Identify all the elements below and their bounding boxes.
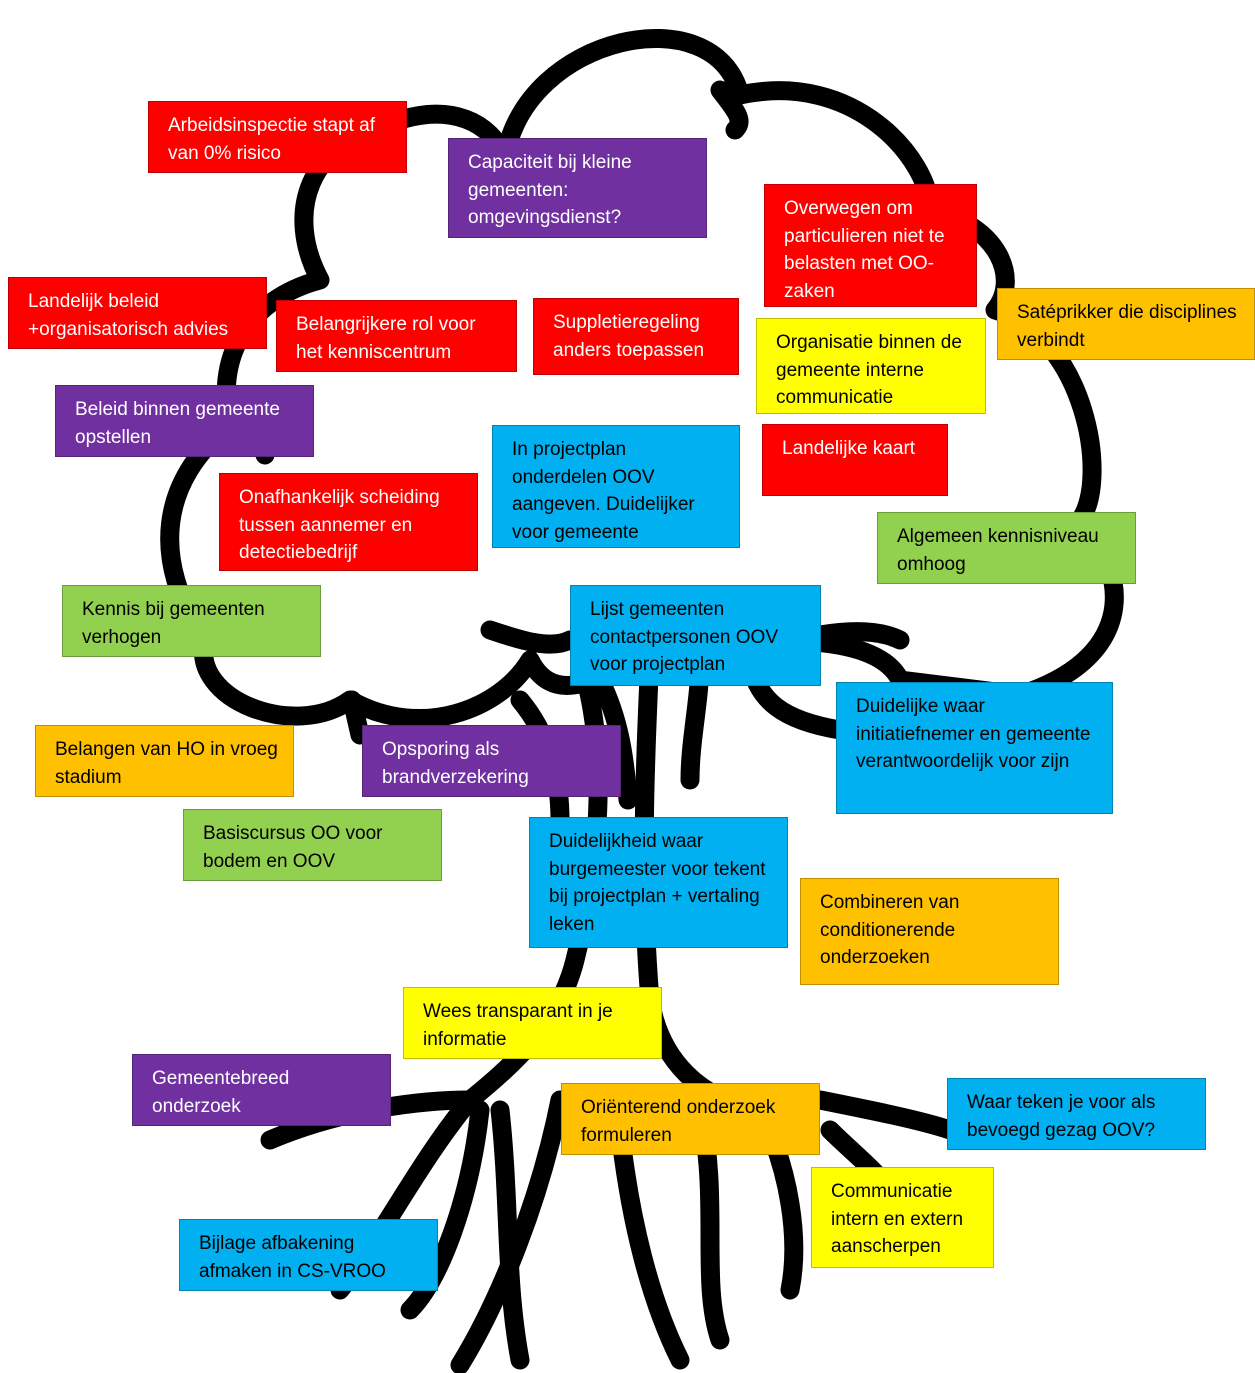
note-belangrijkere-rol[interactable]: Belangrijkere rol voor het kenniscentrum [276, 300, 517, 372]
note-kennisniveau[interactable]: Algemeen kennisniveau omhoog [877, 512, 1136, 584]
canopy-notch-top [710, 80, 749, 140]
note-organisatie-intern[interactable]: Organisatie binnen de gemeente interne c… [756, 318, 986, 414]
branch-bottom-left [342, 690, 370, 745]
note-belangen-ho[interactable]: Belangen van HO in vroeg stadium [35, 725, 294, 797]
note-landelijke-kaart[interactable]: Landelijke kaart [762, 424, 948, 496]
note-burgemeester[interactable]: Duidelijkheid waar burgemeester voor tek… [529, 817, 788, 948]
note-kennis-gemeenten[interactable]: Kennis bij gemeenten verhogen [62, 585, 321, 657]
root-center-left [490, 1100, 530, 1370]
note-gemeentebreed[interactable]: Gemeentebreed onderzoek [132, 1054, 391, 1126]
note-satepikker[interactable]: Satéprikker die disciplines verbindt [997, 288, 1255, 360]
note-basiscursus[interactable]: Basiscursus OO voor bodem en OOV [183, 809, 442, 881]
note-duidelijke-waar[interactable]: Duidelijke waar initiatiefnemer en gemee… [836, 682, 1113, 814]
note-arbeidsinspectie[interactable]: Arbeidsinspectie stapt af van 0% risico [148, 101, 407, 173]
branch-left-stub [480, 620, 580, 654]
note-transparant[interactable]: Wees transparant in je informatie [403, 987, 662, 1059]
note-lijst-gemeenten[interactable]: Lijst gemeenten contactpersonen OOV voor… [570, 585, 821, 686]
note-orienterend[interactable]: Oriënterend onderzoek formuleren [561, 1083, 820, 1155]
root-left-down [400, 1100, 490, 1320]
branch-right-stub [810, 622, 910, 650]
note-bijlage[interactable]: Bijlage afbakening afmaken in CS-VROO [179, 1219, 438, 1291]
note-combineren[interactable]: Combineren van conditionerende onderzoek… [800, 878, 1059, 985]
note-landelijk-beleid[interactable]: Landelijk beleid +organisatorisch advies [8, 277, 267, 349]
note-suppletieregeling[interactable]: Suppletieregeling anders toepassen [533, 298, 739, 375]
note-capaciteit[interactable]: Capaciteit bij kleine gemeenten: omgevin… [448, 138, 707, 238]
note-projectplan-oov[interactable]: In projectplan onderdelen OOV aangeven. … [492, 425, 740, 548]
note-bevoegd-gezag[interactable]: Waar teken je voor als bevoegd gezag OOV… [947, 1078, 1206, 1150]
note-opsporing[interactable]: Opsporing als brandverzekering [362, 725, 621, 797]
root-center-right [610, 1120, 690, 1370]
root-far-right [810, 1090, 960, 1140]
note-communicatie[interactable]: Communicatie intern en extern aanscherpe… [811, 1167, 994, 1268]
note-onafhankelijk[interactable]: Onafhankelijk scheiding tussen aannemer … [219, 473, 478, 571]
note-overwegen[interactable]: Overwegen om particulieren niet te belas… [764, 184, 977, 307]
root-center [450, 1090, 570, 1373]
note-beleid-opstellen[interactable]: Beleid binnen gemeente opstellen [55, 385, 314, 457]
